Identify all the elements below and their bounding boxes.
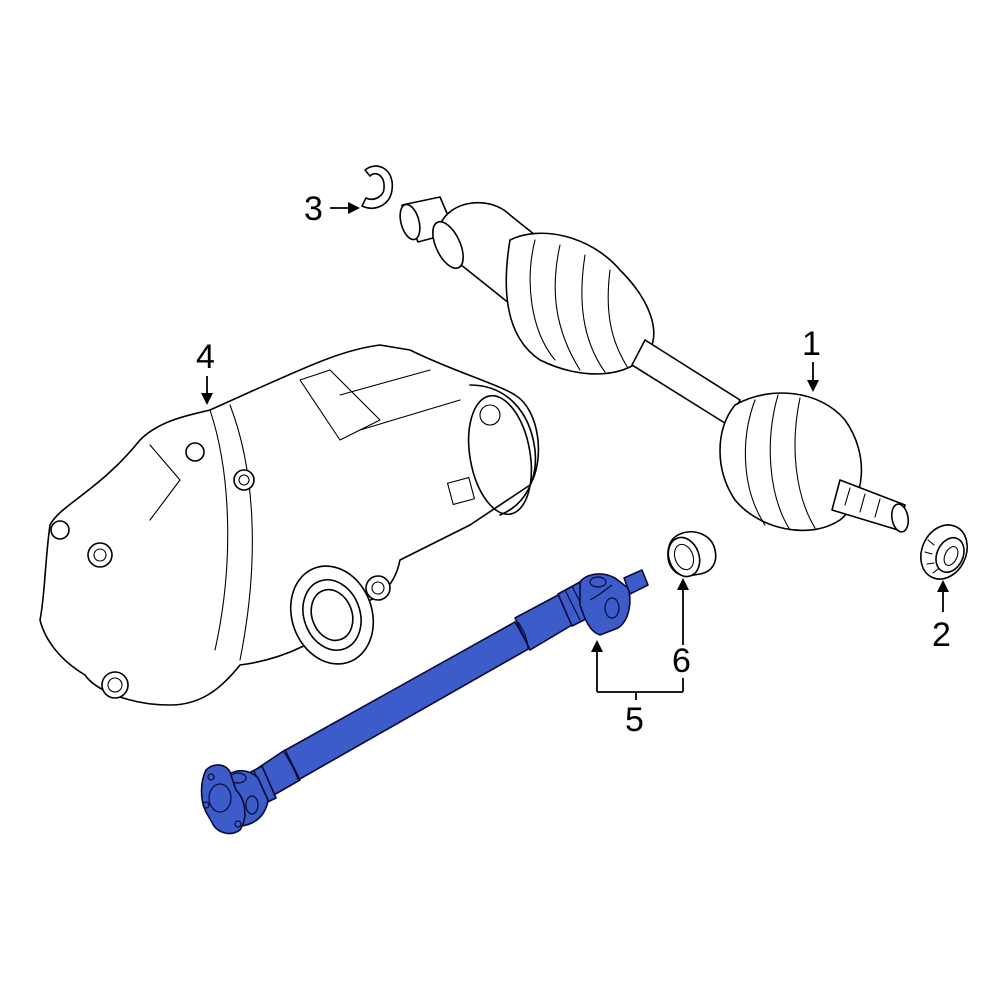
drive-shaft-part[interactable]	[200, 569, 649, 835]
svg-text:3: 3	[304, 190, 323, 228]
svg-text:5: 5	[625, 701, 644, 739]
svg-text:1: 1	[802, 325, 821, 363]
callout-5: 5	[591, 640, 683, 739]
axle-nut-part[interactable]	[912, 517, 976, 586]
callout-6: 6	[672, 578, 691, 692]
svg-text:6: 6	[672, 642, 691, 680]
front-differential-part[interactable]	[39, 344, 540, 706]
axle-shaft-part[interactable]	[397, 196, 911, 533]
seal-bushing-part[interactable]	[663, 531, 717, 581]
callout-3: 3	[304, 190, 360, 228]
svg-text:2: 2	[932, 616, 951, 654]
retaining-clip-part[interactable]	[361, 165, 394, 209]
callout-2: 2	[932, 580, 951, 654]
svg-text:4: 4	[196, 338, 215, 376]
callout-1: 1	[802, 325, 821, 392]
callout-4: 4	[196, 338, 215, 405]
